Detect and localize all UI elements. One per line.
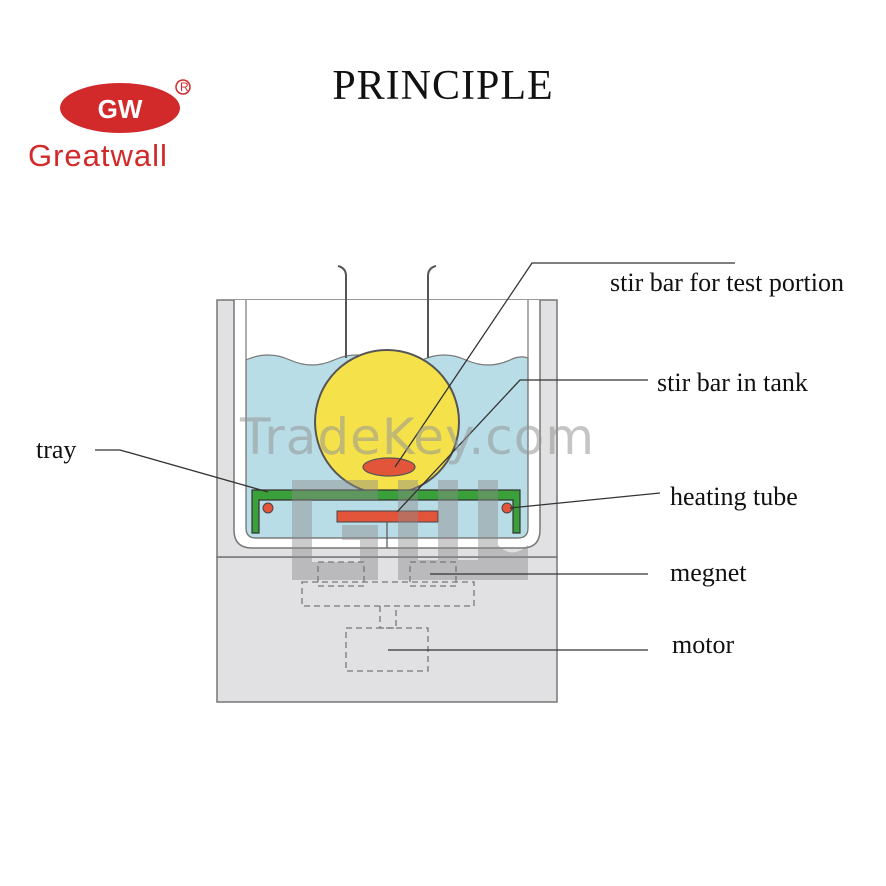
- label-motor: motor: [672, 630, 735, 659]
- label-heating-tube: heating tube: [670, 482, 798, 511]
- label-stir-bar-in-tank: stir bar in tank: [657, 368, 808, 397]
- brand-name: Greatwall: [28, 138, 168, 173]
- label-stir-bar-test-portion: stir bar for test portion: [610, 268, 844, 297]
- logo-mark-text: GW: [98, 94, 143, 124]
- heating-tube-left: [262, 502, 274, 514]
- base-housing: [216, 556, 558, 703]
- registered-mark: R: [180, 80, 189, 94]
- label-megnet: megnet: [670, 558, 747, 587]
- flask-neck-right: [427, 265, 437, 358]
- label-tray: tray: [36, 435, 77, 464]
- stir-bar-test-portion: [362, 457, 416, 477]
- leader-tray: [95, 449, 269, 493]
- greatwall-logo-icon: GW R: [60, 79, 191, 133]
- leader-stir-bar-tank: [396, 379, 648, 513]
- magnet-outline: [301, 561, 475, 629]
- tray: [251, 489, 521, 534]
- page-title: PRINCIPLE: [332, 63, 554, 109]
- watermark-text: TradeKey.com: [240, 408, 596, 466]
- leader-heating-tube: [509, 492, 661, 509]
- stir-bar-in-tank: [336, 510, 439, 523]
- flask-neck-left: [337, 265, 347, 358]
- watermark-logo: [292, 480, 528, 580]
- leader-stir-bar-test: [394, 262, 735, 468]
